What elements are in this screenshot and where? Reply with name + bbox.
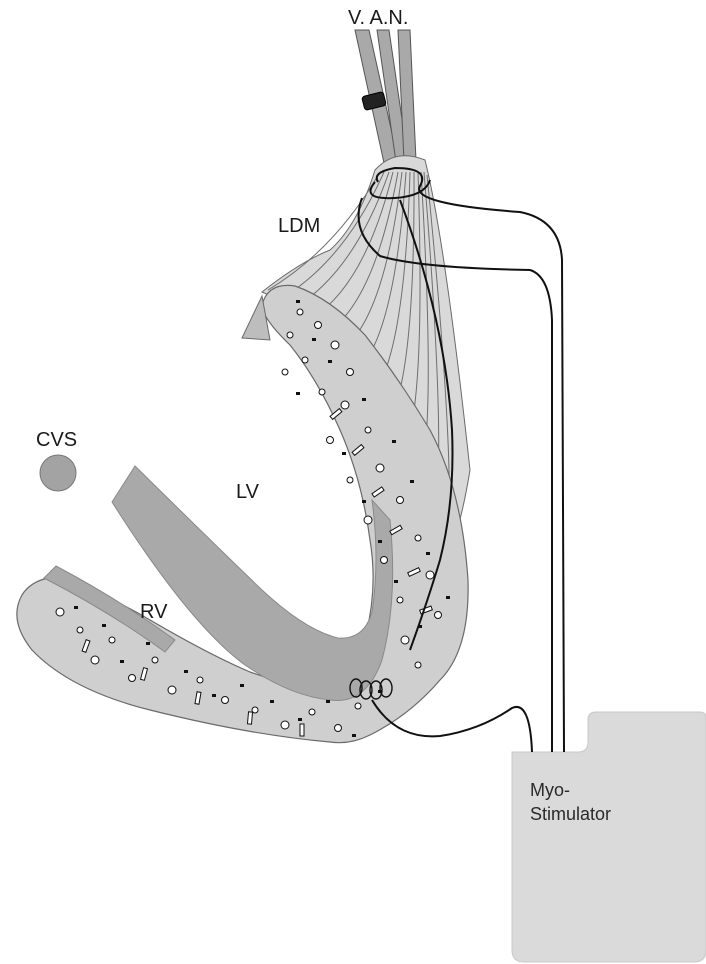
label-rv: RV <box>140 601 168 623</box>
device-label-line2: Stimulator <box>530 804 611 824</box>
device-label-line1: Myo- <box>530 780 570 800</box>
label-ldm: LDM <box>278 215 320 237</box>
cvs-circle <box>40 455 76 491</box>
label-van: V. A.N. <box>348 7 408 29</box>
label-cvs: CVS <box>36 429 77 451</box>
myostimulator-device <box>512 712 706 962</box>
label-lv: LV <box>236 481 260 503</box>
